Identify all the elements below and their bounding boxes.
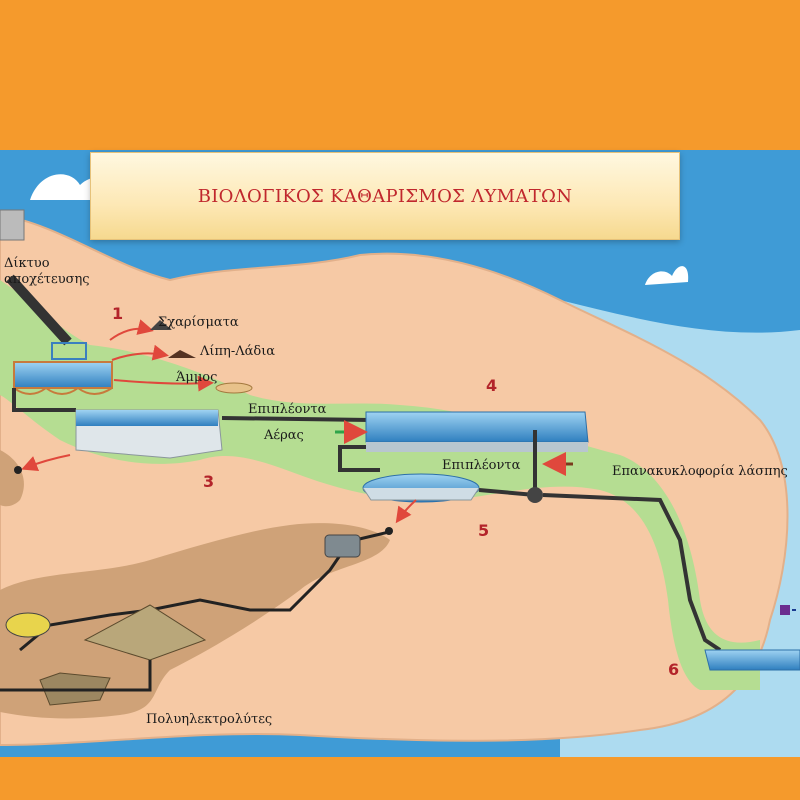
stage-number-4: 4 bbox=[486, 376, 498, 395]
stage-number-1: 1 bbox=[112, 304, 124, 323]
fats-pile-icon bbox=[168, 350, 196, 358]
arrow-sludge-3 bbox=[21, 454, 71, 471]
arrow-sludge-5 bbox=[395, 499, 417, 524]
title-banner: ΒΙΟΛΟΓΙΚΟΣ ΚΑΘΑΡΙΣΜΟΣ ΛΥΜΑΤΩΝ bbox=[90, 152, 680, 240]
sludge-line-2 bbox=[0, 660, 152, 692]
sand-pile-icon bbox=[215, 382, 253, 394]
label-floating-2: Επιπλέοντα bbox=[442, 458, 521, 473]
aeration-tank-4 bbox=[365, 411, 589, 443]
label-polyelectrolytes: Πολυηλεκτρολύτες bbox=[146, 712, 273, 727]
thickener-icon bbox=[324, 534, 361, 558]
label-sewer-network: Δίκτυο αποχέτευσης bbox=[4, 256, 90, 287]
arrow-screenings bbox=[109, 319, 154, 341]
sewer-pipe bbox=[6, 274, 72, 346]
pipe-to-outfall bbox=[542, 493, 722, 652]
pipe-4-5 bbox=[338, 445, 380, 472]
final-tank-6 bbox=[704, 649, 800, 671]
arrow-sand bbox=[113, 375, 214, 392]
aeration-tank-4-base bbox=[366, 442, 588, 452]
screen-grid-icon bbox=[51, 342, 87, 360]
diagram-title: ΒΙΟΛΟΓΙΚΟΣ ΚΑΘΑΡΙΣΜΟΣ ΛΥΜΑΤΩΝ bbox=[197, 185, 573, 207]
screening-basin bbox=[13, 361, 113, 389]
sludge-pump-icon bbox=[385, 527, 393, 535]
recirculation-pump-icon bbox=[527, 487, 543, 503]
stage-number-5: 5 bbox=[478, 521, 490, 540]
disinfection-icon bbox=[780, 605, 790, 615]
label-sludge-recirculation: Επανακυκλοφορία λάσπης bbox=[612, 464, 788, 479]
screenings-pile-icon bbox=[150, 320, 172, 330]
settling-tank-3-water bbox=[76, 410, 218, 426]
clarifier-5-base bbox=[362, 487, 480, 501]
stage-number-3: 3 bbox=[203, 472, 215, 491]
basin-waves bbox=[13, 386, 113, 395]
pipe-1-3 bbox=[12, 388, 76, 412]
label-sand: Άμμος bbox=[176, 370, 218, 385]
pipe-5-pump bbox=[478, 488, 536, 497]
dewatering-icon bbox=[5, 612, 51, 638]
pump-icon bbox=[14, 466, 22, 474]
label-screenings: Σχαρίσματα bbox=[158, 315, 239, 330]
sludge-zone bbox=[0, 523, 390, 719]
factory-icon bbox=[0, 209, 25, 241]
pipe-3-4 bbox=[221, 416, 371, 422]
stage-number-6: 6 bbox=[668, 660, 680, 679]
arrow-fats bbox=[111, 344, 169, 361]
cloud bbox=[645, 266, 689, 285]
sludge-zone-small bbox=[0, 450, 24, 507]
label-floating-1: Επιπλέοντα bbox=[248, 402, 327, 417]
digester-icon bbox=[83, 604, 207, 661]
label-air: Αέρας bbox=[264, 428, 304, 443]
label-fats-oils: Λίπη-Λάδια bbox=[200, 344, 276, 359]
